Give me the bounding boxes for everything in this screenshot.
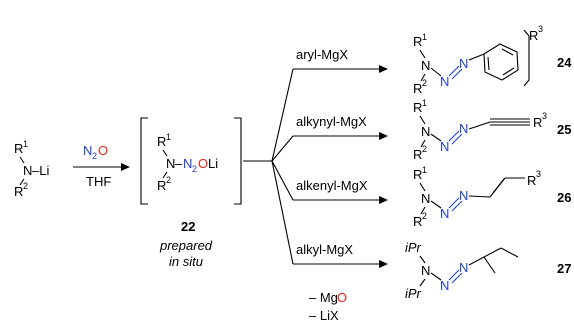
- p27-n3: N: [459, 260, 468, 275]
- byproduct-lix: – LiX: [309, 308, 339, 323]
- int-o: O: [198, 156, 208, 171]
- p27-n1: N: [421, 263, 430, 278]
- p25-r2: R: [413, 147, 422, 162]
- compound-number-25: 25: [557, 122, 571, 137]
- product-26: R 1 N R 2 N N R 3 26: [413, 165, 571, 229]
- p26-r3-sup: 3: [536, 169, 541, 179]
- int-r1: R: [157, 134, 166, 149]
- reagent-n-sub: 2: [92, 151, 97, 161]
- p24-n3: N: [459, 56, 468, 71]
- start-n: N: [23, 163, 32, 178]
- p25-n2: N: [440, 139, 449, 154]
- reagent-alkynyl: alkynyl-MgX: [296, 114, 367, 129]
- start-r1: R: [14, 141, 23, 156]
- p24-n2: N: [440, 74, 449, 89]
- p27-n2: N: [440, 278, 449, 293]
- byproduct-o: O: [337, 290, 347, 305]
- int-dash: –: [175, 156, 183, 171]
- p25-r3-sup: 3: [542, 111, 547, 121]
- start-r1-sup: 1: [23, 139, 28, 149]
- reagent-solvent: THF: [86, 174, 111, 189]
- p25-n3: N: [459, 121, 468, 136]
- reagent-alkyl: alkyl-MgX: [296, 242, 353, 257]
- lithium-amide: R 1 N –Li R 2: [14, 139, 49, 199]
- start-li: –Li: [32, 163, 49, 178]
- p26-r1-sup: 1: [422, 165, 427, 175]
- p26-r1: R: [413, 167, 422, 182]
- start-r2-sup: 2: [23, 181, 28, 191]
- intermediate-22: R 1 N – N 2 O Li R 2 22 prepared in situ: [140, 117, 242, 269]
- p26-r2-sup: 2: [422, 211, 427, 221]
- p24-r3: R: [529, 28, 538, 43]
- compound-number-22: 22: [181, 219, 195, 234]
- p26-r2: R: [413, 214, 422, 229]
- p24-r2-sup: 2: [422, 78, 427, 88]
- p26-n3: N: [459, 188, 468, 203]
- byproducts: – Mg O – LiX: [309, 290, 347, 323]
- p25-r3: R: [533, 115, 542, 130]
- reagent-o: O: [98, 143, 108, 158]
- p25-r2-sup: 2: [422, 144, 427, 154]
- note-in-situ: in situ: [169, 254, 203, 269]
- note-prepared: prepared: [159, 238, 213, 253]
- p24-r1-sup: 1: [422, 32, 427, 42]
- int-n2-sub: 2: [192, 164, 197, 174]
- int-r2-sup: 2: [166, 175, 171, 185]
- p27-ipr-a: iPr: [405, 240, 422, 255]
- reagent-alkenyl: alkenyl-MgX: [296, 178, 368, 193]
- int-li: Li: [208, 156, 218, 171]
- compound-number-27: 27: [557, 261, 571, 276]
- p24-r3-sup: 3: [538, 24, 543, 34]
- p26-r3: R: [527, 173, 536, 188]
- p25-r1: R: [413, 100, 422, 115]
- p25-n1: N: [421, 124, 430, 139]
- p24-n1: N: [421, 58, 430, 73]
- int-n: N: [166, 156, 175, 171]
- p27-ipr-b: iPr: [405, 286, 422, 301]
- compound-number-26: 26: [557, 190, 571, 205]
- p25-r1-sup: 1: [422, 98, 427, 108]
- branch-arrows: aryl-MgX alkynyl-MgX alkenyl-MgX alkyl-M…: [243, 47, 388, 268]
- p24-r2: R: [413, 81, 422, 96]
- p26-n1: N: [421, 191, 430, 206]
- product-24: R 1 N R 2 N N R 3 24: [413, 24, 572, 96]
- int-r1-sup: 1: [166, 132, 171, 142]
- reagent-n: N: [83, 143, 92, 158]
- p24-r1: R: [413, 34, 422, 49]
- compound-number-24: 24: [557, 55, 572, 70]
- product-25: R 1 N R 2 N N R 3 25: [413, 98, 571, 162]
- product-27: iPr N iPr N N 27: [405, 240, 571, 301]
- int-n2: N: [183, 156, 192, 171]
- reagent-aryl: aryl-MgX: [296, 47, 348, 62]
- byproduct-mg: – Mg: [309, 290, 338, 305]
- n2o-arrow: N 2 O THF: [73, 143, 130, 189]
- p26-n2: N: [440, 206, 449, 221]
- start-r2: R: [14, 184, 23, 199]
- int-r2: R: [157, 178, 166, 193]
